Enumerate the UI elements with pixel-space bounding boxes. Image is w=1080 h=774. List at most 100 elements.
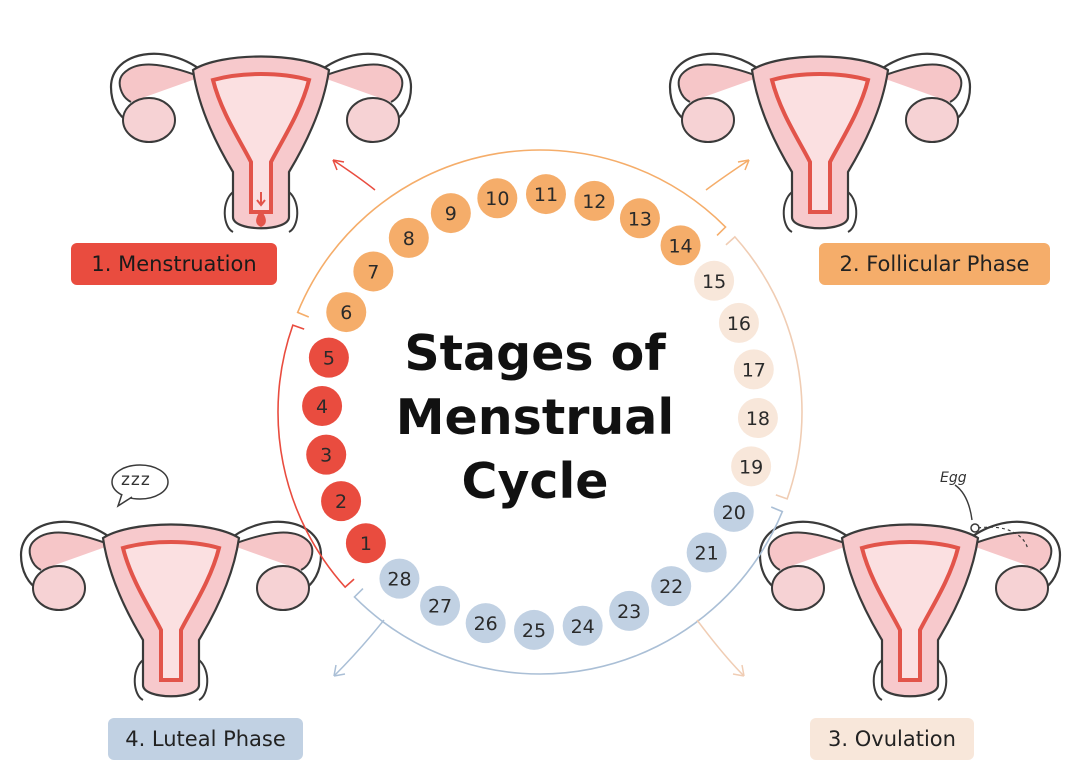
day-circle-14: 14 bbox=[660, 225, 701, 266]
day-number: 5 bbox=[323, 348, 335, 370]
day-circle-18: 18 bbox=[737, 397, 778, 438]
phase-brackets bbox=[277, 149, 803, 675]
day-number: 16 bbox=[727, 313, 751, 335]
day-circle-shape bbox=[713, 491, 754, 532]
day-number: 7 bbox=[367, 261, 379, 283]
day-circle-shape bbox=[525, 174, 566, 215]
title-line-3: Cycle bbox=[461, 453, 609, 510]
day-number: 26 bbox=[474, 613, 498, 635]
day-circle-shape bbox=[733, 349, 774, 390]
day-circle-11: 11 bbox=[525, 174, 566, 215]
day-circle-6: 6 bbox=[326, 292, 367, 333]
day-circle-24: 24 bbox=[562, 605, 603, 646]
day-circle-26: 26 bbox=[465, 603, 506, 644]
day-number: 4 bbox=[316, 396, 328, 418]
day-number: 12 bbox=[582, 191, 606, 213]
day-circle-19: 19 bbox=[731, 446, 772, 487]
day-circle-17: 17 bbox=[733, 349, 774, 390]
day-circle-1: 1 bbox=[345, 523, 386, 564]
day-circle-23: 23 bbox=[609, 590, 650, 631]
title-line-1: Stages of bbox=[404, 325, 666, 382]
day-circle-5: 5 bbox=[308, 337, 349, 378]
day-number: 24 bbox=[571, 616, 595, 638]
day-circle-shape bbox=[619, 198, 660, 239]
day-circle-shape bbox=[694, 260, 735, 301]
day-number: 10 bbox=[485, 188, 509, 210]
day-circle-shape bbox=[388, 217, 429, 258]
day-circle-shape bbox=[379, 558, 420, 599]
day-number: 18 bbox=[746, 408, 770, 430]
uterus-follicular-icon bbox=[668, 51, 972, 234]
day-number: 8 bbox=[403, 228, 415, 250]
day-circle-28: 28 bbox=[379, 558, 420, 599]
bracket-ovulation bbox=[725, 235, 803, 500]
day-circle-shape bbox=[609, 590, 650, 631]
label-follicular: 2. Follicular Phase bbox=[819, 243, 1050, 285]
day-circle-8: 8 bbox=[388, 217, 429, 258]
day-circle-shape bbox=[651, 566, 692, 607]
day-number: 15 bbox=[702, 271, 726, 293]
day-circle-16: 16 bbox=[718, 302, 759, 343]
day-circle-shape bbox=[737, 397, 778, 438]
day-number: 22 bbox=[659, 576, 683, 598]
day-circle-shape bbox=[430, 193, 471, 234]
day-circle-27: 27 bbox=[420, 585, 461, 626]
day-number: 6 bbox=[340, 302, 352, 324]
label-ovulation: 3. Ovulation bbox=[810, 718, 974, 760]
day-circle-15: 15 bbox=[694, 260, 735, 301]
day-circle-shape bbox=[326, 292, 367, 333]
day-circle-20: 20 bbox=[713, 491, 754, 532]
uterus-menstruation-icon bbox=[109, 51, 413, 234]
day-circle-12: 12 bbox=[574, 180, 615, 221]
phase-arrows bbox=[332, 159, 750, 677]
title-line-2: Menstrual bbox=[395, 389, 675, 446]
day-number: 9 bbox=[445, 203, 457, 225]
day-circle-25: 25 bbox=[514, 609, 555, 650]
day-number: 1 bbox=[360, 533, 372, 555]
day-number: 3 bbox=[320, 445, 332, 467]
day-circle-shape bbox=[353, 251, 394, 292]
label-menstruation: 1. Menstruation bbox=[71, 243, 277, 285]
day-number: 27 bbox=[428, 596, 452, 618]
day-circle-22: 22 bbox=[651, 566, 692, 607]
day-circle-shape bbox=[306, 434, 347, 475]
day-number: 20 bbox=[722, 502, 746, 524]
speech-bubble-icon bbox=[111, 464, 169, 508]
day-number: 13 bbox=[628, 208, 652, 230]
day-circle-shape bbox=[465, 603, 506, 644]
day-number: 25 bbox=[522, 620, 546, 642]
day-circle-shape bbox=[686, 532, 727, 573]
day-circle-shape bbox=[420, 585, 461, 626]
day-number: 21 bbox=[695, 543, 719, 565]
day-circle-shape bbox=[477, 178, 518, 219]
day-circle-3: 3 bbox=[306, 434, 347, 475]
day-circle-shape bbox=[562, 605, 603, 646]
uterus-ovulation-icon bbox=[758, 484, 1062, 702]
day-circle-2: 2 bbox=[321, 481, 362, 522]
day-number: 11 bbox=[534, 184, 558, 206]
day-number: 14 bbox=[668, 235, 692, 257]
blood-drop-icon bbox=[256, 210, 266, 227]
egg-annotation: Egg bbox=[940, 470, 967, 486]
day-circle-13: 13 bbox=[619, 198, 660, 239]
day-circle-shape bbox=[718, 302, 759, 343]
day-number: 23 bbox=[617, 601, 641, 623]
bracket-menstruation bbox=[277, 324, 355, 589]
day-circle-10: 10 bbox=[477, 178, 518, 219]
diagram-title: Stages of Menstrual Cycle bbox=[355, 322, 715, 514]
day-circle-shape bbox=[514, 609, 555, 650]
day-circle-7: 7 bbox=[353, 251, 394, 292]
day-circle-4: 4 bbox=[302, 386, 343, 427]
uterus-luteal-icon bbox=[19, 519, 323, 702]
bracket-luteal bbox=[353, 506, 784, 675]
day-number: 19 bbox=[739, 456, 763, 478]
day-circle-shape bbox=[731, 446, 772, 487]
day-number: 17 bbox=[742, 359, 766, 381]
day-circle-21: 21 bbox=[686, 532, 727, 573]
day-circle-shape bbox=[574, 180, 615, 221]
day-circle-shape bbox=[308, 337, 349, 378]
day-number: 2 bbox=[335, 491, 347, 513]
day-circle-shape bbox=[302, 386, 343, 427]
